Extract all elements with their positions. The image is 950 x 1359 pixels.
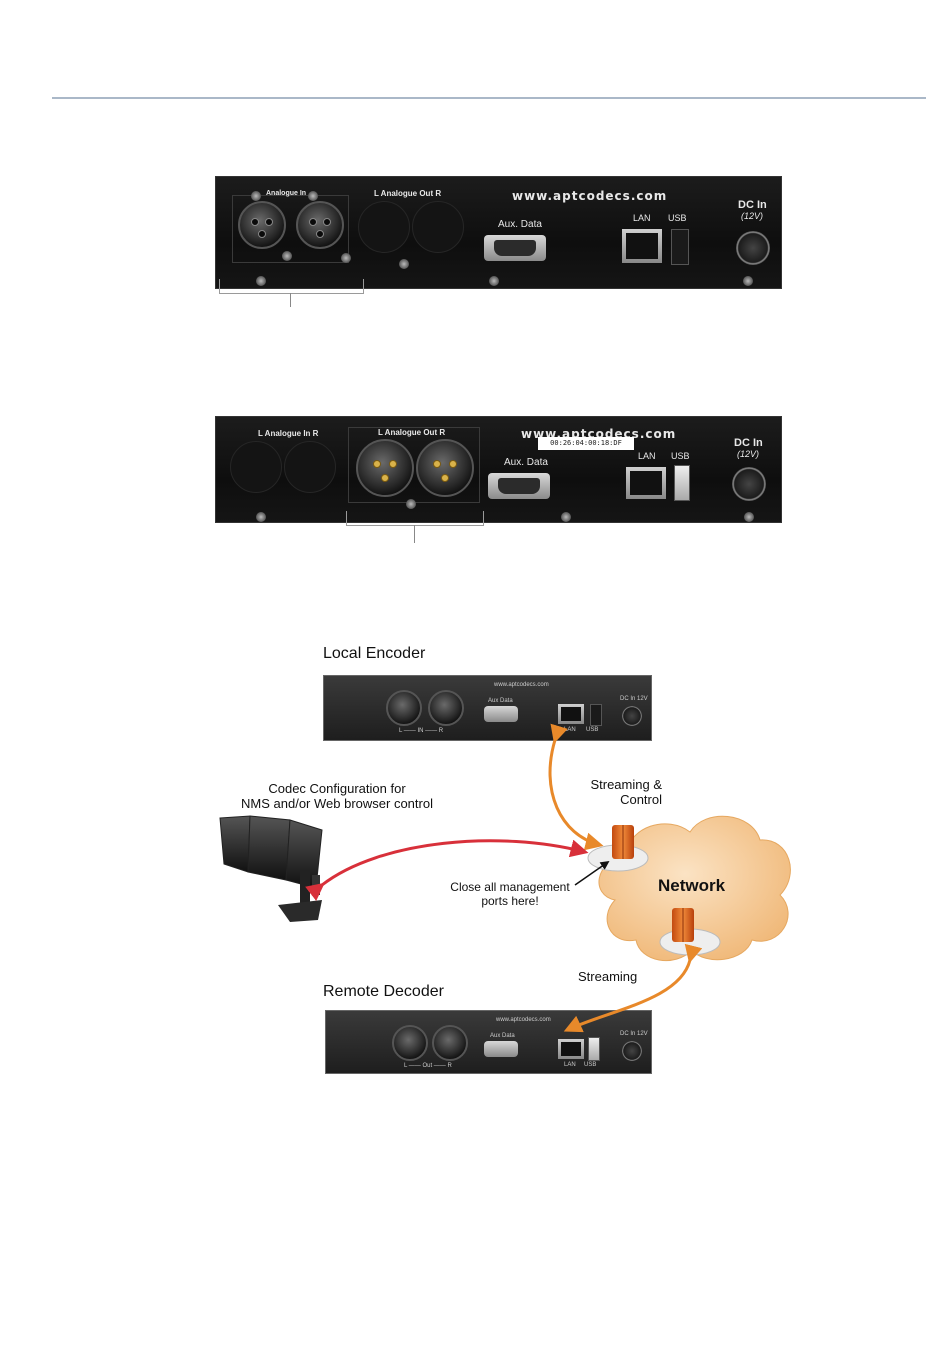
dc-in-socket bbox=[732, 467, 766, 501]
mini-url: www.aptcodecs.com bbox=[496, 1017, 551, 1023]
local-encoder-unit: L —— IN —— R www.aptcodecs.com Aux Data … bbox=[323, 675, 652, 741]
aux-data-dsub-connector bbox=[488, 473, 550, 499]
blank-out-left bbox=[358, 201, 410, 253]
xlr-out-right-connector bbox=[416, 439, 474, 497]
workstation-monitors-icon bbox=[219, 815, 323, 922]
xlr-in-right-connector bbox=[296, 201, 344, 249]
blank-in-right bbox=[284, 441, 336, 493]
dc-in-label: DC In bbox=[738, 199, 767, 211]
mini-lan-label: LAN bbox=[564, 727, 576, 733]
mini-lan-label: LAN bbox=[564, 1062, 576, 1068]
remote-decoder-unit: L —— Out —— R www.aptcodecs.com Aux Data… bbox=[325, 1010, 652, 1074]
aux-data-dsub-connector bbox=[484, 235, 546, 261]
mac-address-label: 00:26:04:00:18:DF bbox=[538, 437, 634, 450]
mini-url: www.aptcodecs.com bbox=[494, 682, 549, 688]
encoder-rear-panel-photo: Analogue In L Analogue Out R www.aptcode… bbox=[215, 176, 782, 289]
encoder-inputs-pointer bbox=[290, 293, 291, 307]
usb-label: USB bbox=[671, 451, 690, 461]
lan-label: LAN bbox=[638, 451, 656, 461]
firewall-bottom-icon bbox=[659, 908, 721, 956]
dc-volt-label: (12V) bbox=[737, 449, 760, 459]
analogue-in-label: L Analogue In R bbox=[258, 429, 319, 438]
analogue-out-label: L Analogue Out R bbox=[378, 428, 446, 437]
mini-dc-label: DC In 12V bbox=[620, 1031, 648, 1037]
mini-in-label: L —— IN —— R bbox=[399, 728, 444, 734]
lan-label: LAN bbox=[633, 213, 651, 223]
codec-config-label: Codec Configuration for NMS and/or Web b… bbox=[241, 781, 433, 811]
blank-in-left bbox=[230, 441, 282, 493]
decoder-outputs-pointer bbox=[414, 525, 415, 543]
xlr-in-left-connector bbox=[238, 201, 286, 249]
decoder-rear-panel-photo: L Analogue In R L Analogue Out R www.apt… bbox=[215, 416, 782, 523]
remote-decoder-title: Remote Decoder bbox=[323, 983, 444, 1000]
close-ports-label: Close all management ports here! bbox=[450, 880, 570, 908]
dc-volt-label: (12V) bbox=[741, 211, 764, 221]
mini-lan-port bbox=[558, 1039, 584, 1059]
mini-out-label: L —— Out —— R bbox=[404, 1063, 452, 1069]
mini-aux-label: Aux Data bbox=[488, 698, 513, 704]
mini-dc-label: DC In 12V bbox=[620, 696, 648, 702]
encoder-inputs-bracket bbox=[219, 279, 364, 294]
mini-usb-label: USB bbox=[584, 1062, 597, 1068]
decoder-outputs-bracket bbox=[346, 511, 484, 526]
aux-data-label: Aux. Data bbox=[498, 219, 542, 230]
aux-data-label: Aux. Data bbox=[504, 457, 548, 468]
streaming-label: Streaming bbox=[578, 969, 638, 984]
dc-in-label: DC In bbox=[734, 437, 763, 449]
dc-in-socket bbox=[736, 231, 770, 265]
mini-aux-label: Aux Data bbox=[490, 1033, 515, 1039]
network-label: Network bbox=[658, 876, 726, 895]
streaming-control-label: Streaming & Control bbox=[590, 777, 662, 807]
usb-port bbox=[674, 465, 690, 501]
lan-port bbox=[622, 229, 662, 263]
usb-label: USB bbox=[668, 213, 687, 223]
network-cloud-icon bbox=[598, 815, 791, 962]
xlr-out-left-connector bbox=[356, 439, 414, 497]
header-rule bbox=[52, 97, 926, 99]
usb-port bbox=[671, 229, 689, 265]
local-encoder-title: Local Encoder bbox=[323, 645, 426, 662]
url-label: www.aptcodecs.com bbox=[512, 189, 668, 203]
analogue-out-label: L Analogue Out R bbox=[374, 189, 442, 198]
mini-usb-label: USB bbox=[586, 727, 599, 733]
mini-lan-port bbox=[558, 704, 584, 724]
config-arrow bbox=[305, 839, 589, 901]
blank-out-right bbox=[412, 201, 464, 253]
lan-port bbox=[626, 467, 666, 499]
firewall-top-icon bbox=[587, 825, 649, 872]
analogue-in-label: Analogue In bbox=[266, 190, 307, 197]
